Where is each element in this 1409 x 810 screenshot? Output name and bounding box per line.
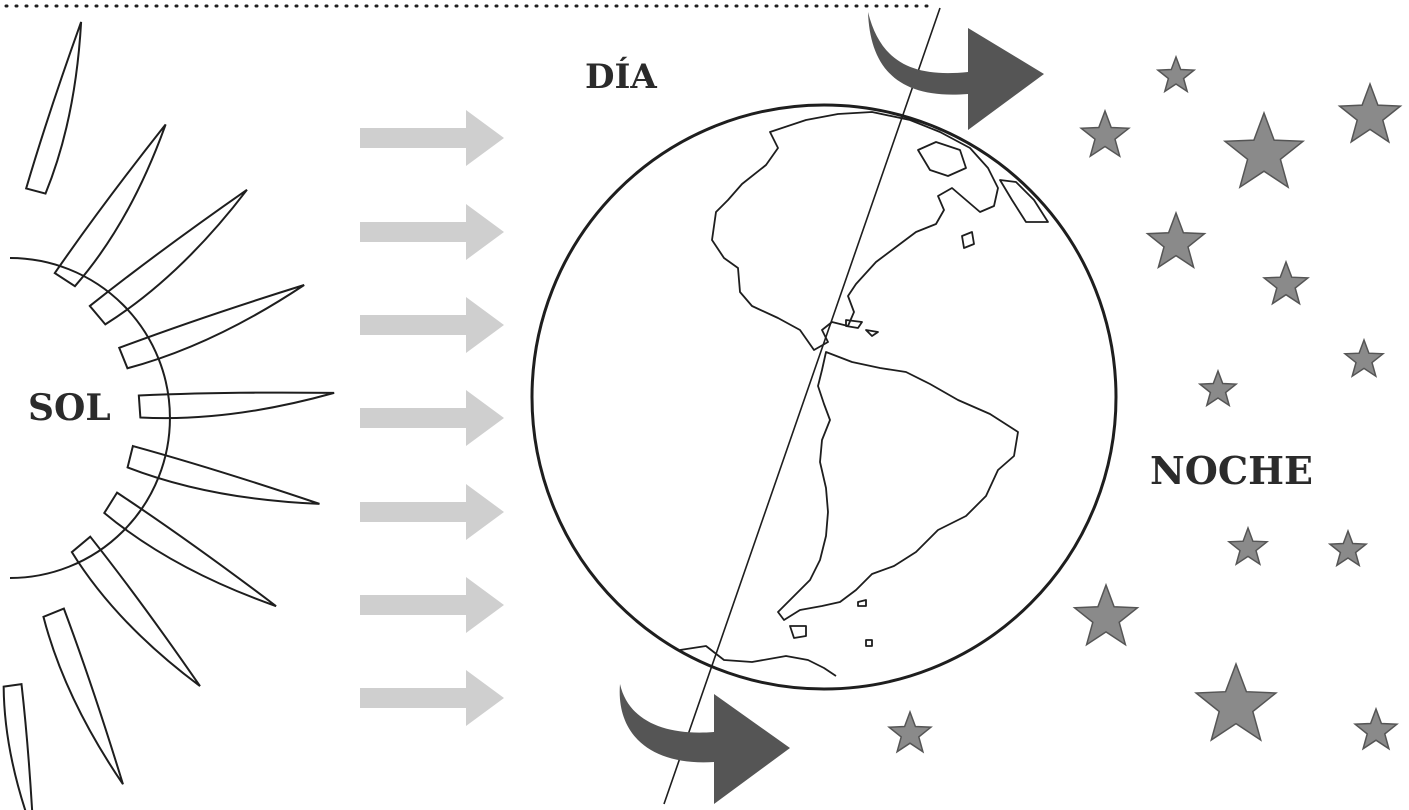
star-icon bbox=[1264, 262, 1308, 304]
sunlight-arrow-icon bbox=[360, 670, 504, 726]
day-label: DÍA bbox=[585, 56, 657, 97]
sun-ray bbox=[4, 684, 34, 810]
sunlight-arrow-icon bbox=[360, 577, 504, 633]
sunlight-arrows bbox=[360, 110, 504, 726]
sun-ray bbox=[72, 537, 200, 686]
star-icon bbox=[1340, 84, 1401, 142]
sun-ray bbox=[119, 285, 304, 368]
sun-ray bbox=[90, 190, 247, 325]
star-icon bbox=[1158, 57, 1194, 91]
night-label: NOCHE bbox=[1150, 448, 1313, 493]
sunlight-arrow-icon bbox=[360, 204, 504, 260]
rotation-arrow-bottom-icon bbox=[620, 684, 790, 804]
sunlight-arrow-icon bbox=[360, 484, 504, 540]
sun-ray bbox=[128, 446, 320, 504]
sun-ray bbox=[55, 124, 166, 286]
sun-ray bbox=[43, 609, 123, 785]
sunlight-arrow-icon bbox=[360, 110, 504, 166]
sun-label: SOL bbox=[28, 387, 111, 429]
star-icon bbox=[1229, 528, 1267, 564]
star-icon bbox=[889, 712, 931, 752]
sunlight-arrow-icon bbox=[360, 297, 504, 353]
star-icon bbox=[1148, 213, 1205, 267]
star-icon bbox=[1330, 531, 1366, 565]
star-icon bbox=[1355, 709, 1397, 749]
star-icon bbox=[1200, 371, 1236, 405]
earth-globe-icon bbox=[532, 8, 1116, 804]
star-icon bbox=[1196, 664, 1276, 740]
star-icon bbox=[1225, 113, 1303, 187]
star-icon bbox=[1075, 585, 1138, 645]
star-icon bbox=[1345, 340, 1383, 376]
earth-outline bbox=[532, 105, 1116, 689]
sun-ray bbox=[26, 22, 81, 194]
star-icon bbox=[1081, 111, 1129, 156]
sunlight-arrow-icon bbox=[360, 390, 504, 446]
